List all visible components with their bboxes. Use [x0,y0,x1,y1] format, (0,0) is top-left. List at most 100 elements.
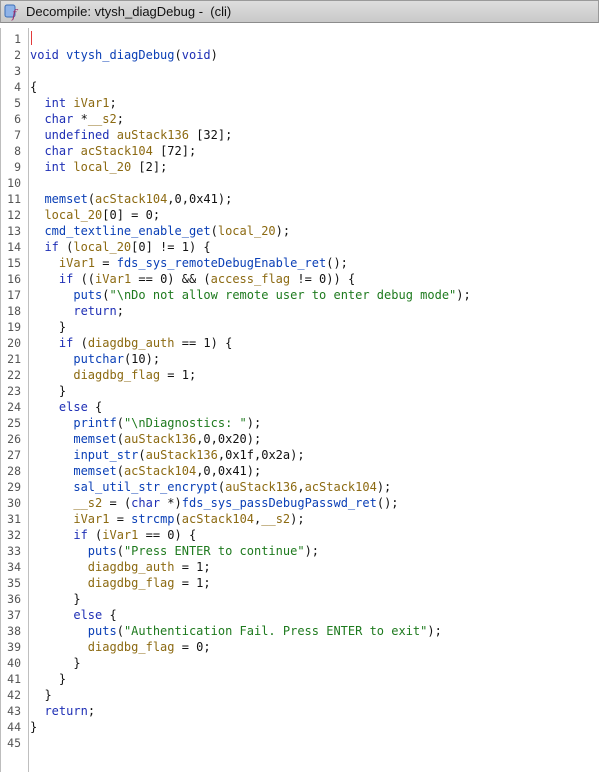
code-line[interactable]: 4{ [1,79,599,95]
code-line[interactable]: 37 else { [1,607,599,623]
code-line[interactable]: 20 if (diagdbg_auth == 1) { [1,335,599,351]
code-token[interactable]: "Press ENTER to continue" [123,544,305,558]
code-token[interactable]: acStack104 [123,464,197,478]
code-token[interactable]: acStack104 [304,480,377,494]
code-line[interactable]: 27 input_str(auStack136,0x1f,0x2a); [1,447,599,463]
code-line[interactable]: 33 puts("Press ENTER to continue"); [1,543,599,559]
code-token[interactable]: return [44,704,88,718]
code-line[interactable]: 38 puts("Authentication Fail. Press ENTE… [1,623,599,639]
code-line[interactable]: 13 cmd_textline_enable_get(local_20); [1,223,599,239]
code-token[interactable]: iVar1 [102,528,139,542]
code-line[interactable]: 31 iVar1 = strcmp(acStack104,__s2); [1,511,599,527]
code-token[interactable]: iVar1 [58,256,96,270]
code-token[interactable]: diagdbg_auth [87,336,175,350]
code-line[interactable]: 23 } [1,383,599,399]
code-token[interactable]: char [44,112,74,126]
code-token[interactable]: acStack104 [95,192,168,206]
code-token[interactable]: local_20 [73,160,132,174]
code-token[interactable]: char [44,144,74,158]
code-line[interactable]: 24 else { [1,399,599,415]
code-token[interactable]: diagdbg_flag [87,576,175,590]
code-line[interactable]: 43 return; [1,703,599,719]
code-line[interactable]: 14 if (local_20[0] != 1) { [1,239,599,255]
code-token[interactable]: memset [73,464,117,478]
code-token[interactable]: acStack104 [181,512,255,526]
code-token[interactable]: strcmp [131,512,175,526]
code-token[interactable]: cmd_textline_enable_get [44,224,211,238]
code-token[interactable]: "Authentication Fail. Press ENTER to exi… [123,624,428,638]
code-line[interactable]: 45 [1,735,599,751]
code-token[interactable]: int [44,160,67,174]
code-token[interactable]: memset [73,432,117,446]
code-token[interactable]: diagdbg_flag [87,640,175,654]
code-line[interactable]: 11 memset(acStack104,0,0x41); [1,191,599,207]
code-line[interactable]: 29 sal_util_str_encrypt(auStack136,acSta… [1,479,599,495]
code-line[interactable]: 15 iVar1 = fds_sys_remoteDebugEnable_ret… [1,255,599,271]
code-line[interactable]: 7 undefined auStack136 [32]; [1,127,599,143]
code-token[interactable]: fds_sys_passDebugPasswd_ret [181,496,377,510]
code-line[interactable]: 18 return; [1,303,599,319]
code-token[interactable]: vtysh_diagDebug [66,48,175,62]
window-title-bar[interactable]: f Decompile: vtysh_diagDebug - (cli) [0,0,599,23]
code-line[interactable]: 36 } [1,591,599,607]
code-token[interactable]: putchar [73,352,124,366]
code-token[interactable]: __s2 [87,112,117,126]
code-line[interactable]: 21 putchar(10); [1,351,599,367]
code-token[interactable]: char [131,496,161,510]
code-token[interactable]: iVar1 [73,512,110,526]
code-line[interactable]: 10 [1,175,599,191]
code-line[interactable]: 39 diagdbg_flag = 0; [1,639,599,655]
code-token[interactable]: acStack104 [80,144,153,158]
code-token[interactable]: auStack136 [225,480,298,494]
code-token[interactable]: printf [73,416,117,430]
code-token[interactable]: auStack136 [145,448,218,462]
code-token[interactable]: if [73,528,88,542]
code-token[interactable]: __s2 [73,496,103,510]
code-line[interactable]: 34 diagdbg_auth = 1; [1,559,599,575]
code-token[interactable]: else [73,608,103,622]
code-token[interactable]: sal_util_str_encrypt [73,480,218,494]
code-line[interactable]: 5 int iVar1; [1,95,599,111]
code-line[interactable]: 8 char acStack104 [72]; [1,143,599,159]
code-line[interactable]: 41 } [1,671,599,687]
code-token[interactable]: diagdbg_flag [73,368,161,382]
code-line[interactable]: 35 diagdbg_flag = 1; [1,575,599,591]
code-token[interactable]: local_20 [44,208,103,222]
code-token[interactable]: __s2 [261,512,291,526]
code-token[interactable]: diagdbg_auth [87,560,175,574]
code-token[interactable]: auStack136 [123,432,197,446]
code-token[interactable]: if [44,240,59,254]
code-line[interactable]: 32 if (iVar1 == 0) { [1,527,599,543]
code-line[interactable]: 30 __s2 = (char *)fds_sys_passDebugPassw… [1,495,599,511]
code-line[interactable]: 42 } [1,687,599,703]
code-token[interactable]: "\nDiagnostics: " [123,416,247,430]
code-token[interactable]: if [58,272,74,286]
code-line[interactable]: 28 memset(acStack104,0,0x41); [1,463,599,479]
code-token[interactable]: auStack136 [116,128,189,142]
code-token[interactable]: access_flag [210,272,291,286]
code-line[interactable]: 17 puts("\nDo not allow remote user to e… [1,287,599,303]
code-line[interactable]: 6 char *__s2; [1,111,599,127]
code-line[interactable]: 16 if ((iVar1 == 0) && (access_flag != 0… [1,271,599,287]
code-line[interactable]: 9 int local_20 [2]; [1,159,599,175]
code-token[interactable]: return [73,304,117,318]
code-line[interactable]: 3 [1,63,599,79]
code-token[interactable]: input_str [73,448,139,462]
code-token[interactable]: if [58,336,74,350]
code-token[interactable]: else [58,400,88,414]
code-line[interactable]: 44} [1,719,599,735]
code-token[interactable]: undefined [44,128,110,142]
code-line[interactable]: 19 } [1,319,599,335]
code-line[interactable]: 25 printf("\nDiagnostics: "); [1,415,599,431]
code-token[interactable]: puts [87,544,117,558]
code-token[interactable]: puts [73,288,103,302]
code-token[interactable]: void [181,48,211,62]
code-token[interactable]: memset [44,192,88,206]
code-line[interactable]: 40 } [1,655,599,671]
code-token[interactable]: fds_sys_remoteDebugEnable_ret [116,256,327,270]
code-token[interactable]: void [30,48,59,62]
code-token[interactable]: local_20 [217,224,276,238]
code-line[interactable]: 26 memset(auStack136,0,0x20); [1,431,599,447]
